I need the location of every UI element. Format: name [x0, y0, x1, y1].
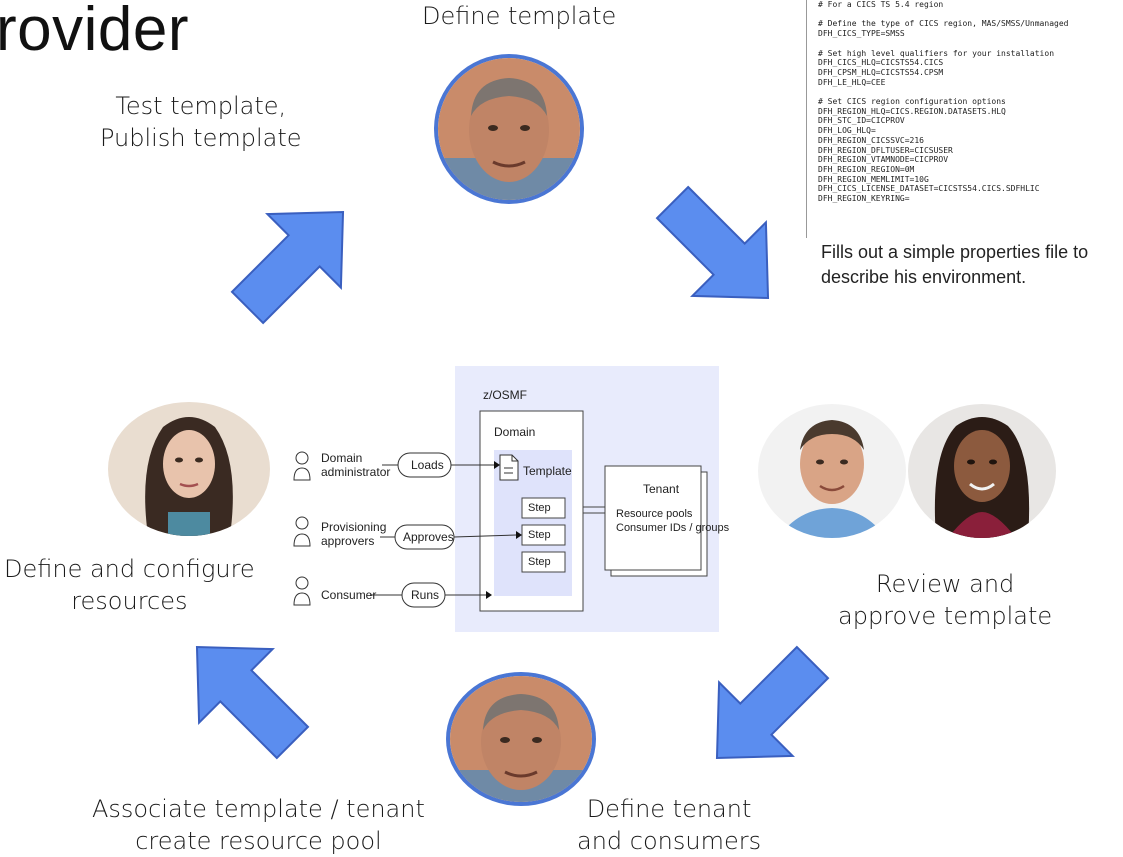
- portrait-man-right: [758, 404, 906, 538]
- action-approves: Approves: [403, 530, 454, 544]
- code-line: # Set high level qualifiers for your ins…: [818, 48, 1055, 58]
- code-line: # For a CICS TS 5.4 region: [818, 0, 944, 9]
- diagram-platform-label: z/OSMF: [483, 388, 527, 402]
- code-line: DFH_REGION_HLQ=CICS.REGION.DATASETS.HLQ: [818, 106, 1006, 116]
- caption-define-template: Define template: [422, 2, 617, 30]
- code-line: DFH_REGION_DFLTUSER=CICSUSER: [818, 145, 953, 155]
- diagram-step-1: Step: [528, 502, 551, 514]
- role-provisioning-approvers: Provisioning approvers: [321, 520, 387, 548]
- portrait-woman-left: [108, 402, 270, 536]
- arrow-up-right: [230, 210, 345, 325]
- properties-file-note: Fills out a simple properties file to de…: [821, 242, 1089, 287]
- code-line: DFH_CPSM_HLQ=CICSTS54.CPSM: [818, 67, 944, 77]
- action-runs: Runs: [411, 588, 440, 602]
- code-line: # Define the type of CICS region, MAS/SM…: [818, 19, 1069, 29]
- code-line: DFH_CICS_HLQ=CICSTS54.CICS: [818, 58, 944, 68]
- diagram-tenant-label: Tenant: [643, 482, 680, 496]
- diagram-domain-label: Domain: [494, 425, 536, 439]
- code-panel-border: [806, 0, 807, 238]
- caption-review-approve: Review and approve template: [838, 570, 1053, 630]
- code-line: DFH_REGION_VTAMNODE=CICPROV: [818, 155, 949, 165]
- role-consumer: Consumer: [321, 588, 377, 602]
- code-line: DFH_LE_HLQ=CEE: [818, 77, 886, 87]
- diagram-template-label: Template: [523, 464, 572, 478]
- code-line: DFH_REGION_REGION=0M: [818, 164, 915, 174]
- code-line: DFH_CICS_LICENSE_DATASET=CICSTS54.CICS.S…: [818, 184, 1040, 194]
- diagram-step-3: Step: [528, 556, 551, 568]
- arrow-up-left: [195, 645, 310, 760]
- code-line: DFH_REGION_CICSSVC=216: [818, 135, 924, 145]
- properties-file-code: # For a CICS TS 5.4 region # Define the …: [818, 0, 1118, 204]
- diagram-step-2: Step: [528, 529, 551, 541]
- action-loads: Loads: [411, 458, 444, 472]
- caption-test-publish: Test template, Publish template: [100, 92, 302, 152]
- code-line: DFH_REGION_MEMLIMIT=10G: [818, 174, 929, 184]
- slide-title-fragment: rovider: [0, 0, 190, 64]
- person-icon-consumer: [293, 576, 311, 606]
- code-line: DFH_CICS_TYPE=SMSS: [818, 29, 905, 39]
- caption-define-tenant: Define tenant and consumers: [577, 795, 762, 855]
- person-icon-approvers: [293, 516, 311, 547]
- code-line: DFH_LOG_HLQ=: [818, 126, 876, 136]
- arrow-down-left: [715, 645, 830, 760]
- portrait-woman-right: [908, 404, 1056, 538]
- code-line: DFH_STC_ID=CICPROV: [818, 116, 905, 126]
- diagram-tenant-details: Resource pools Consumer IDs / groups: [616, 508, 730, 534]
- person-icon-admin: [293, 451, 311, 481]
- code-line: DFH_REGION_KEYRING=: [818, 194, 910, 204]
- arrow-down-right: [655, 185, 770, 300]
- caption-associate: Associate template / tenant create resou…: [92, 795, 425, 855]
- role-domain-admin: Domain administrator: [321, 451, 391, 479]
- caption-define-configure: Define and configure resources: [4, 555, 255, 615]
- code-line: # Set CICS region configuration options: [818, 97, 1006, 107]
